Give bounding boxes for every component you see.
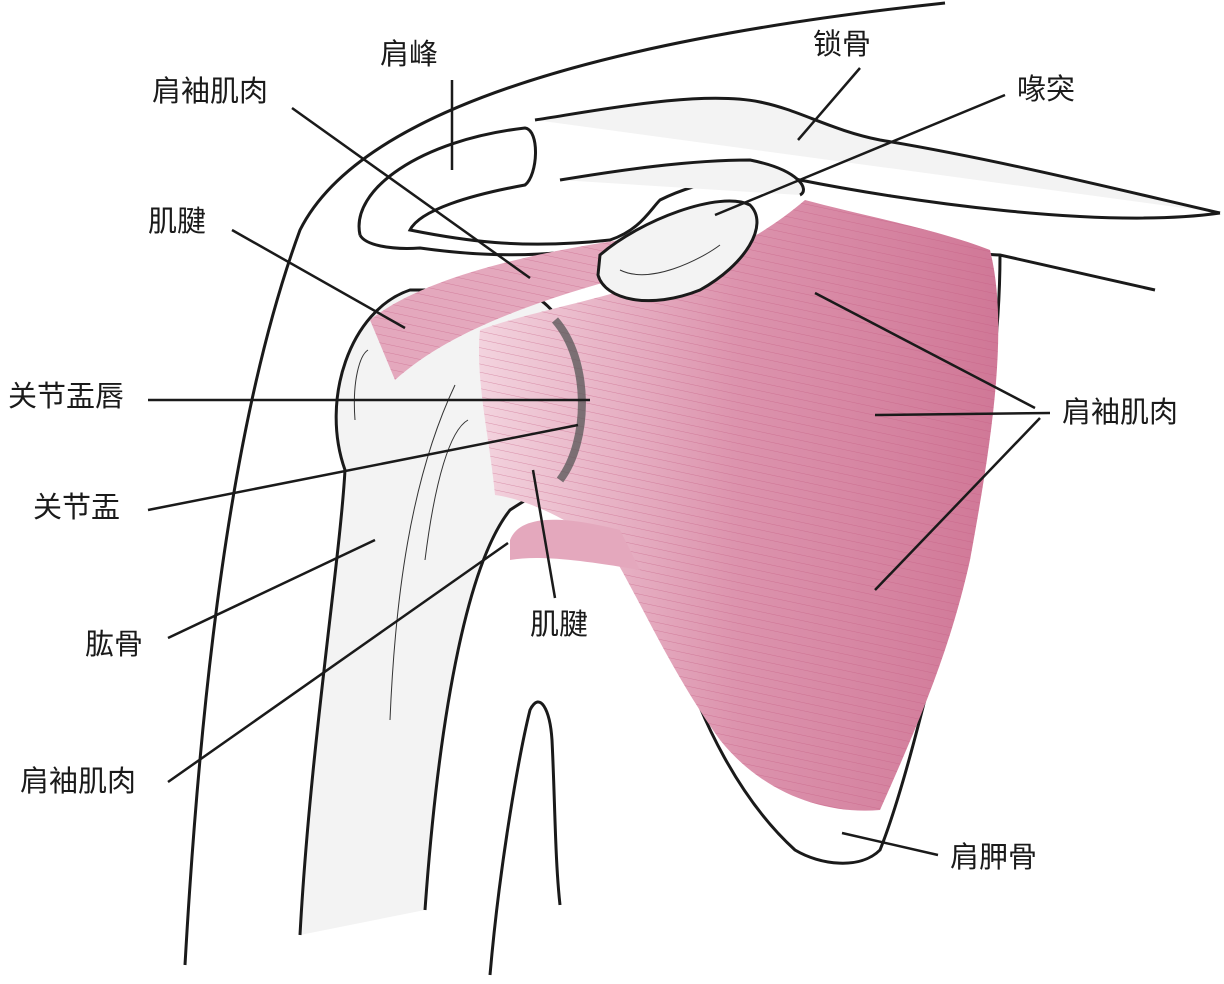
leader-line-rotator-cuff-right xyxy=(874,411,1051,417)
humerus-contour-line xyxy=(353,349,369,421)
label-glenoid: 关节盂 xyxy=(33,490,121,524)
leader-lines xyxy=(147,67,1051,857)
label-scapula: 肩胛骨 xyxy=(950,840,1038,874)
acromion-bone xyxy=(357,126,1221,246)
label-clavicle: 锁骨 xyxy=(813,27,872,61)
leader-line-rotator-cuff-bottom xyxy=(167,541,509,784)
leader-line-glenoid xyxy=(147,423,579,512)
supraspinatus-tendon-fibers xyxy=(370,240,630,380)
label-tendon-lower: 肌腱 xyxy=(530,607,589,641)
leader-line-scapula xyxy=(841,831,939,857)
humerus-lower-edge xyxy=(488,700,562,976)
label-tendon-upper: 肌腱 xyxy=(148,204,207,238)
skin-outline xyxy=(183,1,946,966)
clavicle-bone xyxy=(534,96,1221,215)
coracoid-contour-line xyxy=(619,244,721,276)
leader-line-rotator-cuff-right xyxy=(814,291,1036,410)
leader-line-tendon-upper xyxy=(231,228,406,330)
rotator-cuff-muscle-fibers xyxy=(478,200,999,811)
label-humerus: 肱骨 xyxy=(85,627,144,661)
leader-line-rotator-cuff-top xyxy=(291,106,531,280)
label-acromion: 肩峰 xyxy=(380,37,439,71)
leader-line-clavicle xyxy=(797,67,861,141)
label-rotator-cuff-bottom: 肩袖肌肉 xyxy=(20,764,137,798)
label-rotator-cuff-right: 肩袖肌肉 xyxy=(1062,395,1179,429)
label-rotator-cuff-top: 肩袖肌肉 xyxy=(152,74,269,108)
leader-line-humerus xyxy=(167,538,376,640)
leader-line-rotator-cuff-right xyxy=(874,417,1041,591)
leader-line-tendon-lower xyxy=(531,469,557,599)
label-coracoid: 喙突 xyxy=(1017,72,1076,106)
leader-line-coracoid xyxy=(714,93,1006,217)
label-glenoid-labrum: 关节盂唇 xyxy=(8,379,125,413)
humerus-contour-line xyxy=(424,419,469,561)
humerus-contour-line xyxy=(389,384,456,721)
coracoid-process xyxy=(596,199,759,303)
